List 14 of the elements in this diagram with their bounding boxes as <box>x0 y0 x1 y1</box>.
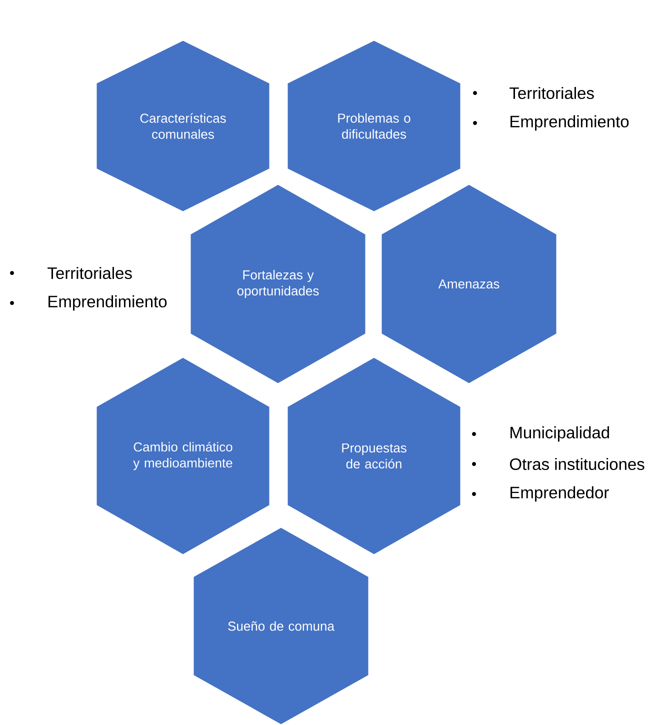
list-item: Municipalidad <box>510 426 609 442</box>
list-item: Emprendedor <box>510 486 609 502</box>
list-item: Emprendimiento <box>48 295 167 311</box>
list-item: Otras instituciones <box>510 458 644 470</box>
hexagon: Amenazas <box>380 183 558 385</box>
list-item: Emprendimiento <box>510 115 629 131</box>
hexagon: Propuestas de acción <box>286 356 462 556</box>
hexagon: Fortalezas y oportunidades <box>189 183 367 385</box>
hexagon: Sueño de comuna <box>192 526 370 725</box>
hexagon: Características comunales <box>95 39 271 213</box>
list-item: Territoriales <box>510 86 594 100</box>
hexagon: Problemas o dificultades <box>286 39 462 213</box>
hexagon: Cambio climático y medioambiente <box>95 356 271 556</box>
list-item: Territoriales <box>48 266 132 280</box>
